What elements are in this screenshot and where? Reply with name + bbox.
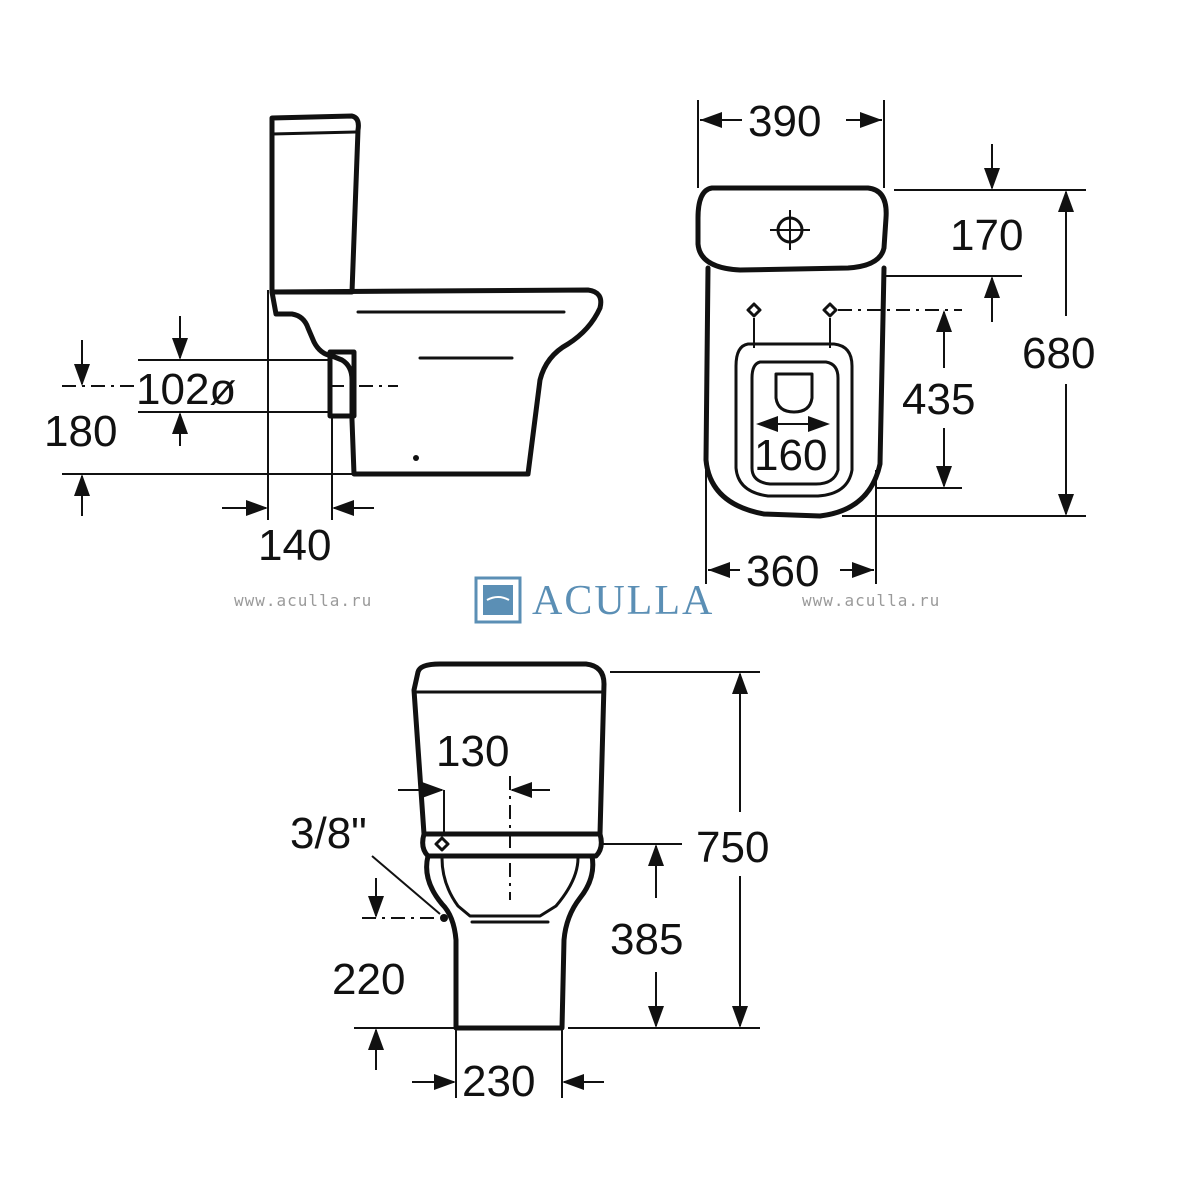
dim-bowl-width-label: 360	[746, 547, 819, 596]
dim-thread-leader	[371, 855, 441, 915]
dim-total-height-label: 750	[696, 823, 769, 872]
front-inlet-marker-icon	[434, 836, 450, 852]
top-view: 390 170 680 435 160 360	[695, 97, 1095, 596]
top-bowl-shape	[703, 265, 887, 519]
dim-total-length-label: 680	[1022, 329, 1095, 378]
dim-outlet-height-label: 180	[44, 407, 117, 456]
top-fixing-hole-left	[746, 302, 762, 318]
dim-seat-height-label: 385	[610, 915, 683, 964]
top-seat-shape	[734, 342, 854, 498]
side-bowl-shape	[269, 287, 604, 477]
dim-base-width-label: 230	[462, 1057, 535, 1106]
front-cistern-shape	[411, 661, 607, 837]
side-cistern-lid-line	[270, 130, 358, 136]
brand-logo-icon	[474, 576, 522, 624]
watermark-url-right: www.aculla.ru	[802, 591, 940, 610]
front-bowl-inner	[440, 856, 580, 918]
watermark-url-left: www.aculla.ru	[234, 591, 372, 610]
dim-inlet-thread-label: 3/8"	[290, 809, 367, 858]
top-drain-opening	[774, 372, 814, 414]
brand-name: ACULLA	[532, 578, 714, 624]
top-cistern-shape	[695, 185, 889, 273]
dim-fixing-to-front-label: 435	[902, 375, 975, 424]
side-drain-dot	[413, 455, 419, 461]
dim-tank-width-label: 390	[748, 97, 821, 146]
side-view: 102ø 180 140	[44, 113, 604, 570]
top-seat-inner	[750, 360, 840, 486]
dim-tank-depth-label: 170	[950, 211, 1023, 260]
dim-inlet-offset-label: 130	[436, 727, 509, 776]
side-cistern-shape	[269, 113, 361, 295]
dim-inlet-height-label: 220	[332, 955, 405, 1004]
front-inlet-connector	[440, 914, 448, 922]
front-bowl-shape	[424, 853, 596, 1031]
dim-outlet-offset-label: 140	[258, 521, 331, 570]
top-fixing-hole-right	[822, 302, 838, 318]
dim-fixing-spacing-label: 160	[754, 431, 827, 480]
dim-inlet-diameter-label: 102ø	[136, 365, 236, 414]
front-view: 130 3/8" 220 385 750 230	[290, 661, 769, 1106]
watermark: www.aculla.ru ACULLA www.aculla.ru	[234, 576, 940, 624]
front-seat-shape	[420, 831, 604, 859]
side-outlet-spigot	[327, 349, 357, 419]
